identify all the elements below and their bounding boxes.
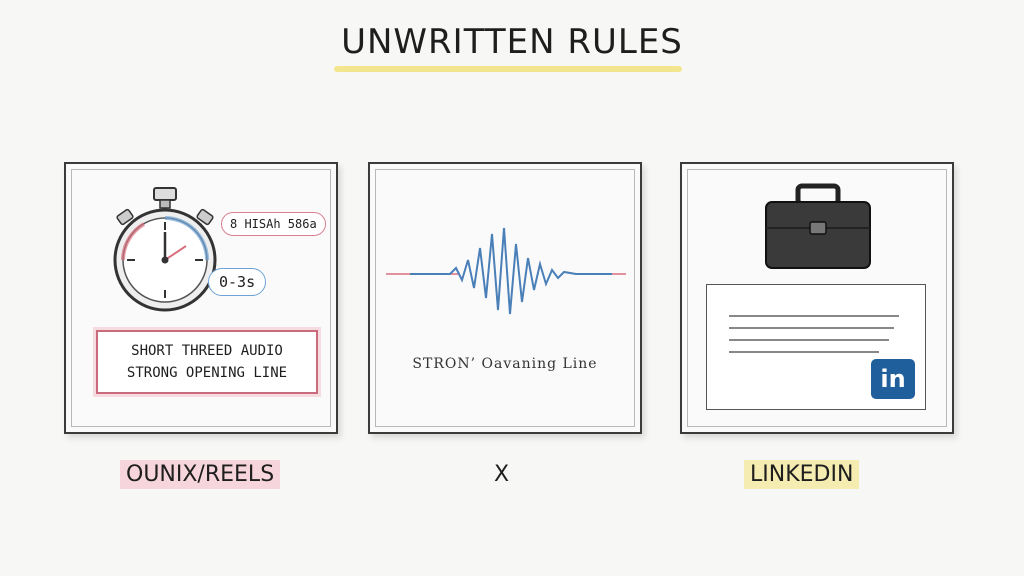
title-highlight — [334, 66, 682, 72]
stopwatch-icon — [113, 187, 217, 312]
speech-bubble-top: 8 HISAh 586a — [221, 212, 326, 236]
caption-box: SHORT THREED AUDIO STRONG OPENING LINE — [96, 330, 318, 394]
speech-bubble-duration: 0-3s — [208, 268, 267, 296]
text-line — [729, 315, 899, 317]
caption-line-2: STRONG OPENING LINE — [126, 365, 288, 381]
text-line — [729, 351, 879, 353]
label-reels: OUNIX/REELS — [120, 460, 281, 489]
linkedin-icon: in — [871, 359, 915, 399]
waveform-caption: STRON’ Oavaning Line — [412, 356, 598, 372]
page-title: UNWRITTEN RULES — [341, 22, 683, 62]
text-line — [729, 327, 894, 329]
text-line — [729, 339, 889, 341]
panel-x: STRON’ Oavaning Line — [368, 162, 642, 434]
panel-linkedin: in — [680, 162, 954, 434]
label-x: X — [494, 462, 510, 487]
briefcase-icon — [765, 183, 871, 269]
profile-document: in — [706, 284, 926, 410]
label-linkedin: LINKEDIN — [744, 460, 860, 489]
panel-short-video: 8 HISAh 586a 0-3s SHORT THREED AUDIO STR… — [64, 162, 338, 434]
audio-waveform-icon — [386, 227, 626, 315]
caption-line-1: SHORT THREED AUDIO — [131, 343, 283, 359]
